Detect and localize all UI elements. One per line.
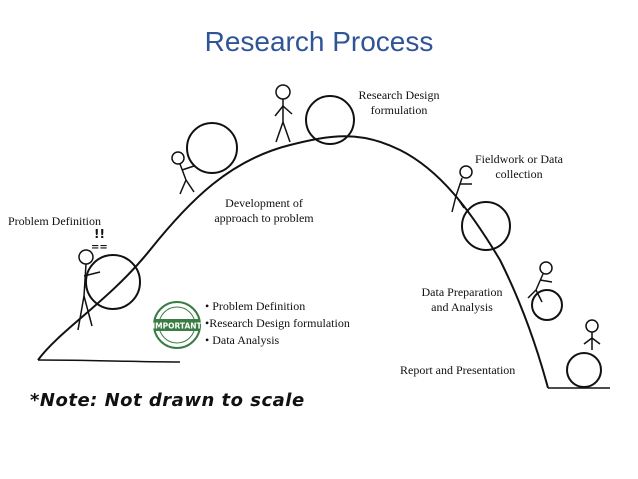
label-fieldwork-line2: collection [495,167,543,181]
label-research-design-line1: Research Design [358,88,440,102]
bullet-item: • Problem Definition [205,299,306,313]
label-problem-definition: Problem Definition [8,214,101,229]
label-research-design-line2: formulation [370,103,428,117]
boulder-4 [461,201,511,251]
hill-curve [37,135,549,389]
stick-figure-descending-5 [527,261,553,303]
label-development: Development of approach to problem [200,196,328,226]
bullet-item: • Data Analysis [205,333,280,347]
label-problem-definition-text: Problem Definition [8,214,101,228]
stick-figure-standing-3 [274,84,293,143]
stamp-text: IMPORTANT [152,322,202,331]
label-fieldwork: Fieldwork or Data collection [455,152,583,182]
label-report-text: Report and Presentation [400,363,516,377]
stick-figure-descending-4 [451,165,473,213]
svg-text:!!: !! [94,227,105,241]
bullet-item: •Research Design formulation [205,316,350,330]
stick-figure-pushing-2 [171,151,195,195]
svg-text:==: == [91,242,108,253]
stick-figure-riding-6 [583,319,601,350]
label-development-line1: Development of [225,196,303,210]
stick-figure-pushing-1: !! == [77,227,108,331]
hill-base-left [37,359,181,363]
boulder-3 [305,95,355,145]
label-report: Report and Presentation [400,363,515,378]
label-data-preparation: Data Preparation and Analysis [404,285,520,315]
label-fieldwork-line1: Fieldwork or Data [475,152,563,166]
label-research-design: Research Design formulation [340,88,458,118]
bullet-list: • Problem Definition •Research Design fo… [205,298,350,349]
boulder-1 [85,254,141,310]
label-data-prep-line2: and Analysis [431,300,493,314]
handwritten-note: *Note: Not drawn to scale [30,390,305,411]
boulder-2 [186,122,238,174]
boulder-5 [531,289,563,321]
important-stamp-icon: IMPORTANT [152,301,202,349]
boulder-6 [566,352,602,388]
page-title: Research Process [204,26,434,57]
label-development-line2: approach to problem [214,211,314,225]
label-data-prep-line1: Data Preparation [421,285,503,299]
